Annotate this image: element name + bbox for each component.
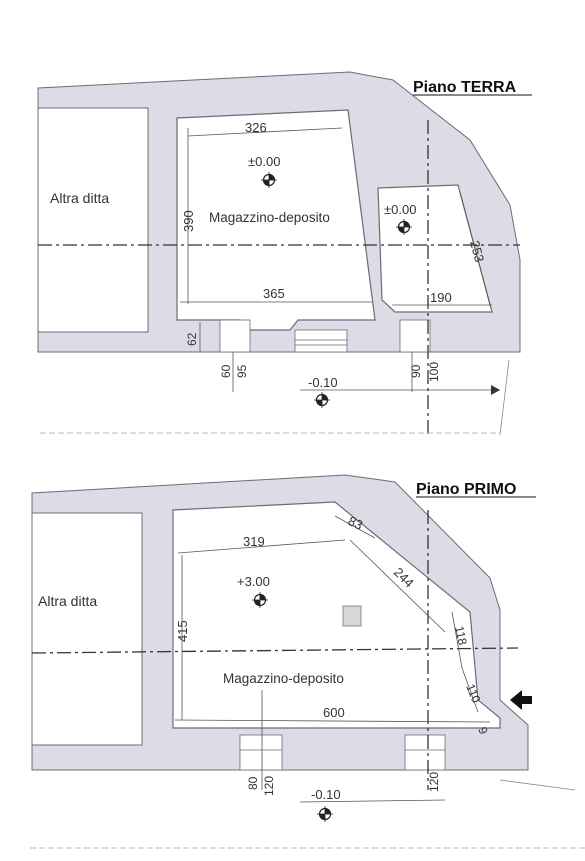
- level-label: +3.00: [237, 574, 270, 589]
- dimension-label: 95: [235, 364, 249, 378]
- section-axis-horizontal: [31, 647, 519, 654]
- dimension-label: 600: [323, 705, 345, 720]
- dimension-label: 120: [427, 772, 441, 792]
- first-floor-plan: Piano PRIMO Altra ditta Magazzino-deposi…: [30, 474, 585, 849]
- dimension-label: 100: [427, 362, 441, 382]
- neighbor-label: Altra ditta: [38, 593, 97, 609]
- ground-floor-title: Piano TERRA: [413, 79, 517, 96]
- door-opening: [219, 319, 251, 353]
- extension-line: [499, 779, 576, 791]
- dimension-line: [451, 611, 463, 669]
- first-floor-title: Piano PRIMO: [416, 481, 516, 498]
- level-marker: [316, 805, 334, 823]
- level-label: ±0.00: [384, 202, 416, 217]
- dimension-line: [461, 667, 479, 713]
- dimension-label: 253: [467, 239, 487, 264]
- dimension-label: 120: [262, 776, 276, 796]
- entrance-arrow-icon: [510, 690, 532, 710]
- neighbor-room: [37, 107, 149, 333]
- dimension-label: 9: [475, 725, 491, 737]
- dimension-line: [349, 539, 446, 633]
- dimension-label: 365: [263, 286, 285, 301]
- room-label: Magazzino-deposito: [223, 671, 344, 686]
- dimension-line: [334, 515, 376, 539]
- dimension-label: 326: [245, 120, 267, 135]
- level-label: -0.10: [308, 375, 338, 390]
- dimension-line: [174, 719, 491, 723]
- level-label: -0.10: [311, 787, 341, 802]
- arrow-head: [491, 385, 500, 395]
- dimension-label: 110: [463, 682, 483, 705]
- door-opening: [399, 319, 431, 353]
- dimension-line: [459, 191, 491, 306]
- dimension-label: 90: [409, 364, 423, 378]
- dimension-line: [177, 539, 346, 554]
- dimension-label: 62: [185, 332, 199, 346]
- dimension-label: 190: [430, 290, 452, 305]
- dimension-line: [187, 127, 343, 137]
- door-opening: [404, 734, 446, 771]
- dimension-label: 319: [243, 534, 265, 549]
- dimension-label: 390: [181, 210, 196, 232]
- dimension-label: 415: [175, 620, 190, 642]
- dimension-label: 83: [346, 513, 365, 533]
- door-opening: [239, 734, 283, 771]
- main-room: [172, 501, 501, 729]
- neighbor-room: [31, 512, 143, 746]
- pillar: [342, 605, 362, 627]
- dimension-line: [299, 799, 446, 803]
- dimension-label: 118: [452, 625, 470, 647]
- room-label: Magazzino-deposito: [209, 210, 330, 225]
- level-marker: [313, 391, 331, 409]
- ground-floor-plan: Piano TERRA Altra ditta Magazzino-deposi…: [37, 71, 532, 436]
- level-label: ±0.00: [248, 154, 280, 169]
- main-room: [176, 109, 376, 331]
- dimension-label: 60: [219, 364, 233, 378]
- extension-line: [499, 359, 510, 436]
- small-room: [377, 184, 493, 313]
- dimension-label: 80: [246, 776, 260, 790]
- neighbor-label: Altra ditta: [50, 190, 109, 206]
- door-opening: [294, 329, 348, 353]
